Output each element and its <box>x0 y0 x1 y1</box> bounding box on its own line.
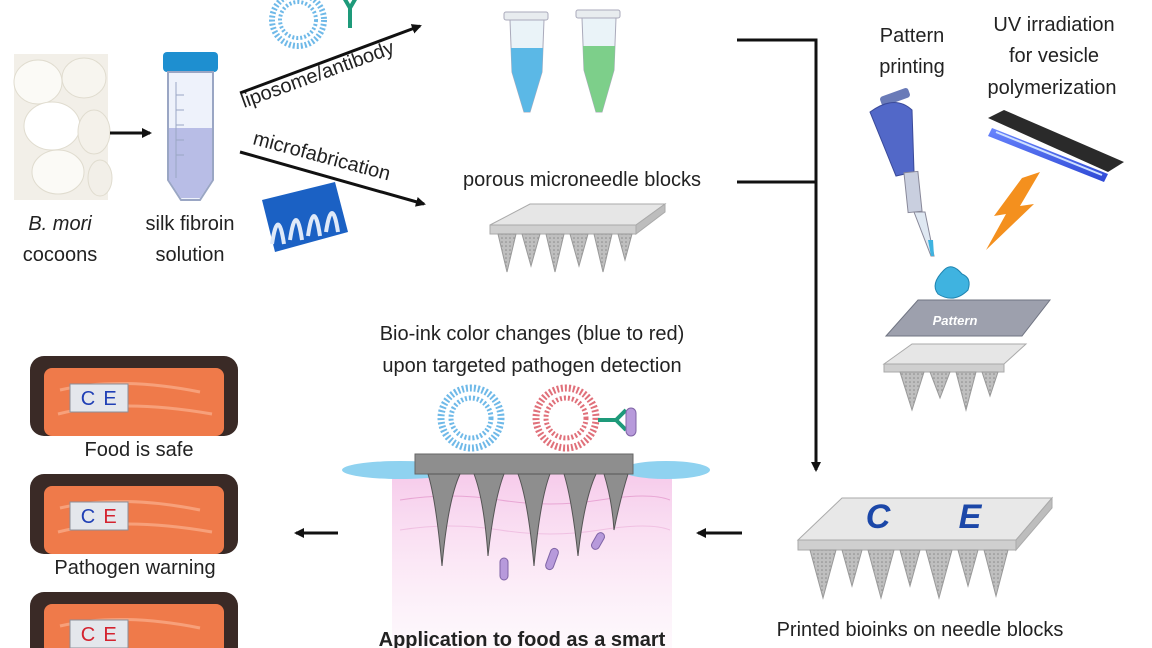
bioink-droplet-icon <box>934 266 970 299</box>
arrow-microfab-branch <box>239 150 426 207</box>
arrow-liposome-branch <box>239 24 422 95</box>
pathogen-bound-icon <box>625 407 637 437</box>
microneedle-inserted-icon <box>414 453 634 567</box>
detection-line1: Bio-ink color changes (blue to red) <box>380 323 685 345</box>
pattern-plate: Pattern <box>884 299 1052 337</box>
pathogen-warning-caption: Pathogen warning <box>54 557 215 579</box>
liposome-red-icon <box>532 384 600 452</box>
application-label: Application to food as a smart <box>379 629 666 648</box>
microneedle-block-small-icon <box>882 343 1028 412</box>
eppendorf-tube-green-icon <box>575 9 621 113</box>
arrow-to-printing <box>737 38 821 472</box>
solution-label-line1: silk fibroin <box>146 213 235 235</box>
uv-label-line2: for vesicle <box>1009 45 1099 67</box>
antibody-icon <box>343 0 357 28</box>
printed-letter-e: E <box>959 498 983 536</box>
food-safe-caption: Food is safe <box>85 439 194 461</box>
pattern-printing-line1: Pattern <box>880 25 944 47</box>
food-tray-safe: C E <box>30 356 238 436</box>
liposome-blue-icon <box>437 384 505 452</box>
blocks-label: porous microneedle blocks <box>463 169 701 191</box>
tray-3-letter-c: C <box>81 624 95 646</box>
detection-line2: upon targeted pathogen detection <box>382 355 681 377</box>
eppendorf-tube-blue-icon <box>503 11 549 113</box>
bacteria-icon <box>591 532 605 550</box>
solution-label-line2: solution <box>156 244 225 266</box>
tray-3-letter-e: E <box>103 624 116 646</box>
pipette-icon <box>869 88 935 257</box>
cocoons-label: cocoons <box>23 244 98 266</box>
tray-1-letter-c: C <box>81 388 95 410</box>
food-tray-contaminated: C E <box>30 592 238 648</box>
microneedle-block-icon <box>489 203 667 273</box>
lightning-icon <box>986 172 1040 250</box>
species-label: B. mori <box>28 213 92 235</box>
antibody-bound-icon <box>598 408 628 432</box>
microfab-branch-label: microfabrication <box>251 128 393 186</box>
bacteria-icon <box>545 547 559 571</box>
bacteria-icon <box>499 557 509 581</box>
liposome-icon <box>269 0 327 49</box>
tray-2-letter-e: E <box>103 506 116 528</box>
pattern-printing-line2: printing <box>879 56 945 78</box>
liposome-branch-label: liposome/antibody <box>238 37 397 113</box>
uv-label-line1: UV irradiation <box>993 14 1114 36</box>
tray-1-letter-e: E <box>103 388 116 410</box>
pattern-plate-label: Pattern <box>933 313 978 328</box>
printed-block-icon <box>796 496 1054 600</box>
cocoons-image <box>13 54 113 200</box>
uv-lamp-icon <box>988 110 1124 182</box>
printed-letter-c: C <box>866 498 891 536</box>
printed-label: Printed bioinks on needle blocks <box>777 619 1064 641</box>
uv-label-line3: polymerization <box>988 77 1117 99</box>
food-tray-warning: C E <box>30 474 238 554</box>
tray-2-letter-c: C <box>81 506 95 528</box>
microneedle-mold-icon <box>262 182 348 252</box>
falcon-tube-icon <box>163 52 218 201</box>
